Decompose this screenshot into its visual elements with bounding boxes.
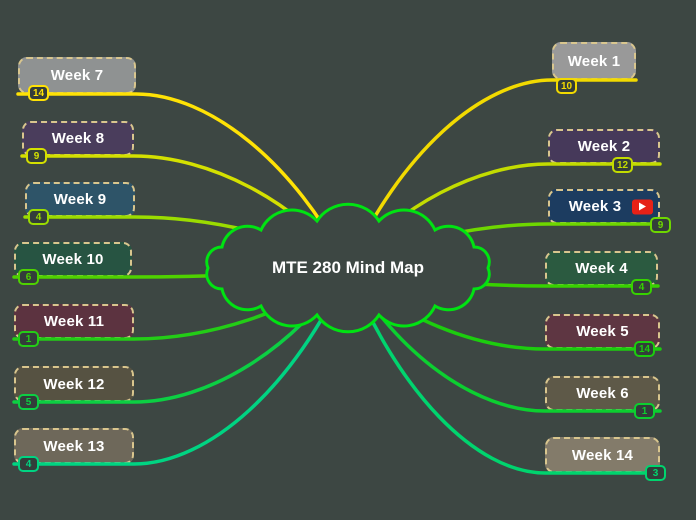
node-label: Week 8 [51, 130, 105, 147]
count-badge-week-1: 10 [556, 78, 578, 94]
node-label: Week 4 [575, 260, 628, 277]
node-label: Week 6 [576, 385, 629, 402]
count-badge-week-2: 12 [612, 157, 634, 173]
center-node-label[interactable]: MTE 280 Mind Map [271, 258, 425, 277]
node-week-3[interactable]: Week 3 [548, 189, 660, 224]
edge-week-1 [346, 78, 638, 270]
count-badge-week-13: 4 [18, 456, 39, 472]
node-label: Week 7 [50, 67, 104, 84]
node-week-2[interactable]: Week 2 [548, 129, 660, 164]
node-label: Week 10 [42, 251, 104, 268]
node-label: Week 12 [43, 375, 105, 393]
youtube-icon[interactable] [632, 199, 653, 214]
count-badge-week-6: 1 [634, 403, 655, 419]
node-label: Week 14 [571, 446, 634, 464]
count-badge-week-5: 14 [634, 341, 656, 357]
node-label: Week 13 [43, 437, 105, 455]
count-badge-week-3: 9 [650, 217, 671, 233]
node-label: Week 2 [577, 138, 631, 155]
node-label: Week 11 [43, 313, 105, 330]
node-label: Week 9 [53, 191, 107, 208]
count-badge-week-8: 9 [26, 148, 47, 164]
count-badge-week-10: 6 [18, 269, 39, 285]
node-label: Week 1 [567, 52, 621, 70]
count-badge-week-12: 5 [18, 394, 39, 410]
count-badge-week-11: 1 [18, 331, 39, 347]
node-label: Week 5 [576, 323, 629, 340]
count-badge-week-4: 4 [631, 279, 652, 295]
node-label: Week 3 [568, 198, 622, 215]
count-badge-week-9: 4 [28, 209, 49, 225]
count-badge-week-14: 3 [645, 465, 666, 481]
node-week-1[interactable]: Week 1 [552, 42, 636, 80]
count-badge-week-7: 14 [28, 85, 50, 101]
node-week-14[interactable]: Week 14 [545, 437, 660, 473]
